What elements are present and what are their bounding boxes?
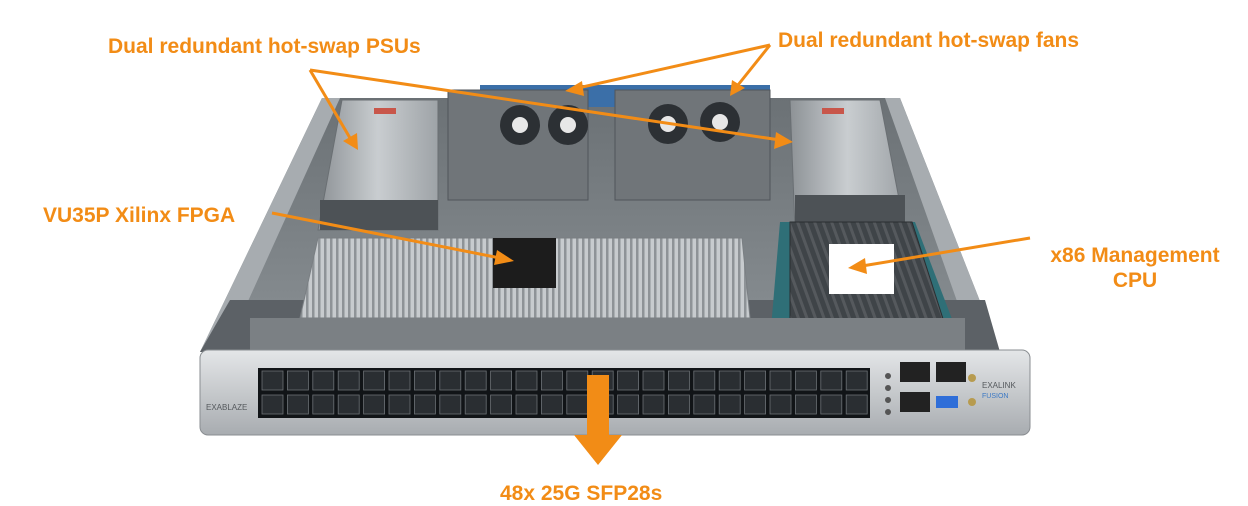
sfp-port — [769, 394, 792, 415]
sfp-port — [617, 394, 639, 415]
sfp-port — [413, 370, 436, 391]
sfp-port — [744, 394, 766, 415]
sfp-port — [388, 394, 411, 415]
sfp-port — [490, 394, 513, 415]
right-logo-line1: EXALINK — [982, 381, 1016, 390]
annotation-arrows — [271, 43, 1031, 465]
sfp-port — [261, 370, 284, 391]
sfp-port — [439, 370, 462, 391]
sfp-port — [541, 394, 563, 415]
sfp-port — [566, 370, 589, 391]
label-fpga: VU35P Xilinx FPGA — [43, 204, 236, 227]
sfp-port — [312, 370, 335, 391]
sfp-port — [261, 394, 284, 415]
label-psu: Dual redundant hot-swap PSUs — [108, 35, 421, 58]
sfp-port — [769, 370, 792, 391]
sfp-port — [490, 370, 513, 391]
sfp-port — [617, 370, 639, 391]
sfp-port — [566, 394, 589, 415]
left-logo: EXABLAZE — [206, 403, 247, 412]
sfp-port — [439, 394, 462, 415]
sfp-port — [337, 394, 360, 415]
sfp-port — [718, 370, 741, 391]
sfp-port — [413, 394, 436, 415]
label-cpu-line2: CPU — [1112, 269, 1158, 293]
label-cpu: x86 Management CPU — [1037, 243, 1233, 293]
sfp-port — [642, 394, 665, 415]
sfp-port — [718, 394, 741, 415]
sfp-port — [795, 370, 817, 391]
sfp-port — [845, 370, 868, 391]
sfp-port — [820, 394, 843, 415]
sfp-port — [668, 370, 690, 391]
sfp-port — [515, 370, 538, 391]
right-logo-line2: FUSION — [982, 393, 1008, 400]
sfp-port — [464, 394, 487, 415]
sfp-port — [388, 370, 411, 391]
sfp-port — [286, 370, 309, 391]
fan-module-left — [447, 89, 589, 201]
label-fans: Dual redundant hot-swap fans — [778, 29, 1080, 52]
sfp-port — [363, 394, 386, 415]
sfp-port — [795, 394, 817, 415]
sfp-port — [820, 370, 843, 391]
sfp-port — [744, 370, 766, 391]
sfp-port — [845, 394, 868, 415]
sfp-port — [693, 370, 716, 391]
sfp-port — [363, 370, 386, 391]
fan-module-right — [614, 89, 771, 201]
sfp-port — [464, 370, 487, 391]
sfp-port — [515, 394, 538, 415]
sfp-port — [642, 370, 665, 391]
sfp-port — [286, 394, 309, 415]
label-sfp: 48x 25G SFP28s — [500, 482, 663, 505]
sfp-port — [668, 394, 690, 415]
sfp-port — [337, 370, 360, 391]
sfp-port — [693, 394, 716, 415]
sfp-port — [541, 370, 563, 391]
front-panel — [199, 349, 1031, 436]
label-cpu-line1: x86 Management — [1050, 244, 1220, 267]
sfp-port — [312, 394, 335, 415]
